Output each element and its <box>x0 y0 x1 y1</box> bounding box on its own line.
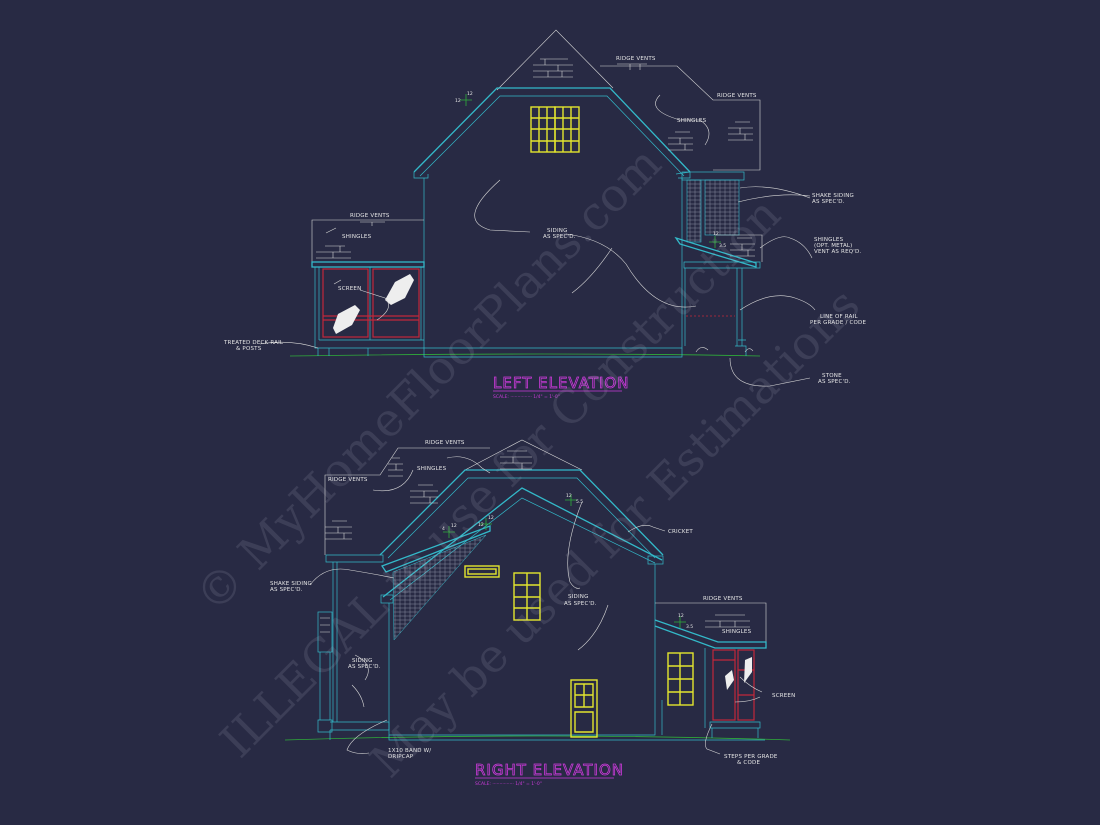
roof-ridge-outline <box>324 439 583 555</box>
leader-lines <box>309 456 763 755</box>
svg-text:AS SPEC'D.: AS SPEC'D. <box>812 199 845 205</box>
shingle-symbol <box>320 450 750 633</box>
label-ridge-vents: RIDGE VENTS <box>616 56 656 62</box>
svg-text:AS SPEC'D.: AS SPEC'D. <box>270 587 303 593</box>
svg-text:3.5: 3.5 <box>719 243 726 249</box>
pitch-symbol: 12 4 <box>442 523 457 538</box>
svg-text:AS SPEC'D.: AS SPEC'D. <box>348 664 381 670</box>
label-shingles: SHINGLES <box>417 466 447 472</box>
label-ridge-vents: RIDGE VENTS <box>350 213 390 219</box>
side-porch <box>654 602 767 738</box>
svg-text:PER GRADE / CODE: PER GRADE / CODE <box>810 320 866 326</box>
label-shingles-opt: SHINGLES <box>814 237 844 243</box>
upper-roof <box>325 469 664 563</box>
svg-text:& CODE: & CODE <box>737 760 760 766</box>
grade-line <box>289 353 761 357</box>
pitch-symbol: 12 5.5 <box>565 493 583 506</box>
svg-text:DRIPCAP: DRIPCAP <box>388 754 414 760</box>
label-siding: SIDING <box>568 594 589 600</box>
screen-mesh-icon <box>333 305 360 334</box>
svg-text:VENT AS REQ'D.: VENT AS REQ'D. <box>814 249 861 255</box>
roof-ridge-outline <box>496 29 761 171</box>
window <box>667 652 694 706</box>
svg-text:12: 12 <box>478 522 484 528</box>
label-screen: SCREEN <box>338 286 361 292</box>
pitch-symbol: 12 3.5 <box>674 613 693 630</box>
svg-text:AS SPEC'D.: AS SPEC'D. <box>818 379 851 385</box>
svg-text:& POSTS: & POSTS <box>236 346 262 352</box>
label-shingles: SHINGLES <box>677 118 707 124</box>
label-shake-siding: SHAKE SIDING <box>270 581 312 587</box>
label-shingles: SHINGLES <box>342 234 372 240</box>
main-wall <box>388 564 656 736</box>
label-band-dripcap: 1X10 BAND W/ <box>388 748 431 754</box>
pitch-symbol: 12 12 <box>455 91 473 106</box>
label-shingles: SHINGLES <box>722 629 752 635</box>
svg-text:(OPT. METAL): (OPT. METAL) <box>814 243 853 249</box>
svg-text:AS SPEC'D.: AS SPEC'D. <box>564 601 597 607</box>
gable-vent <box>464 565 500 578</box>
screen-mesh-icon <box>385 274 414 305</box>
label-siding: SIDING <box>352 658 373 664</box>
svg-text:3.5: 3.5 <box>686 624 693 630</box>
label-steps: STEPS PER GRADE <box>724 754 778 760</box>
screen-mesh-icon <box>744 657 752 683</box>
shingle-symbol <box>316 58 755 259</box>
left-elevation: 12 12 12 3.5 RIDGE VENTS RIDGE VENTS SHI… <box>223 29 866 400</box>
svg-text:4: 4 <box>442 526 445 532</box>
annotations: RIDGE VENTS RIDGE VENTS SHINGLES RIDGE V… <box>223 56 866 385</box>
chimney-vent <box>317 611 333 653</box>
screen-mesh-icon <box>725 670 734 690</box>
svg-text:12: 12 <box>451 523 457 529</box>
foundation <box>423 348 683 358</box>
grade-line <box>284 735 791 741</box>
pitch-symbol: 12 12 <box>478 515 494 530</box>
svg-text:12: 12 <box>455 98 461 104</box>
label-ridge-vents: RIDGE VENTS <box>328 477 368 483</box>
watermark: © MyHomeFloorPlans.com ILLEGAL to use fo… <box>185 136 870 788</box>
svg-text:12: 12 <box>713 231 719 237</box>
svg-text:5.5: 5.5 <box>576 499 583 505</box>
label-ridge-vents: RIDGE VENTS <box>703 596 743 602</box>
left-elevation-title: LEFT ELEVATION <box>493 374 629 392</box>
right-elevation-title: RIGHT ELEVATION <box>475 761 624 779</box>
leader-lines <box>259 94 816 387</box>
front-gable <box>380 487 664 641</box>
label-siding: SIDING <box>547 228 568 234</box>
right-elevation: 12 4 12 12 12 5.5 12 3.5 <box>270 439 795 787</box>
label-cricket: CRICKET <box>668 529 693 535</box>
label-line-of-rail: LINE OF RAIL <box>820 314 858 320</box>
pitch-symbol: 12 3.5 <box>709 231 726 249</box>
scale-note: SCALE: ··············· 1/4" = 1'-0" <box>493 394 560 400</box>
svg-text:12: 12 <box>678 613 684 619</box>
window <box>513 572 541 621</box>
label-stone: STONE <box>822 373 842 379</box>
label-deck-rail: TREATED DECK RAIL <box>223 340 284 346</box>
left-wing-wall <box>330 562 390 731</box>
svg-text:12: 12 <box>488 515 494 521</box>
label-ridge-vents: RIDGE VENTS <box>717 93 757 99</box>
svg-text:12: 12 <box>467 91 473 97</box>
svg-text:AS SPEC'D.: AS SPEC'D. <box>543 234 576 240</box>
side-porch <box>674 171 763 356</box>
label-screen: SCREEN <box>772 693 795 699</box>
main-roof <box>413 87 691 179</box>
scale-note: SCALE: ··············· 1/4" = 1'-0" <box>475 781 542 787</box>
label-ridge-vents: RIDGE VENTS <box>425 440 465 446</box>
attic-window <box>530 106 580 153</box>
screen-porch <box>311 219 425 356</box>
svg-text:12: 12 <box>566 493 572 499</box>
side-door <box>570 679 598 738</box>
annotations: RIDGE VENTS RIDGE VENTS SHINGLES CRICKET… <box>270 440 795 766</box>
label-shake-siding: SHAKE SIDING <box>812 193 854 199</box>
